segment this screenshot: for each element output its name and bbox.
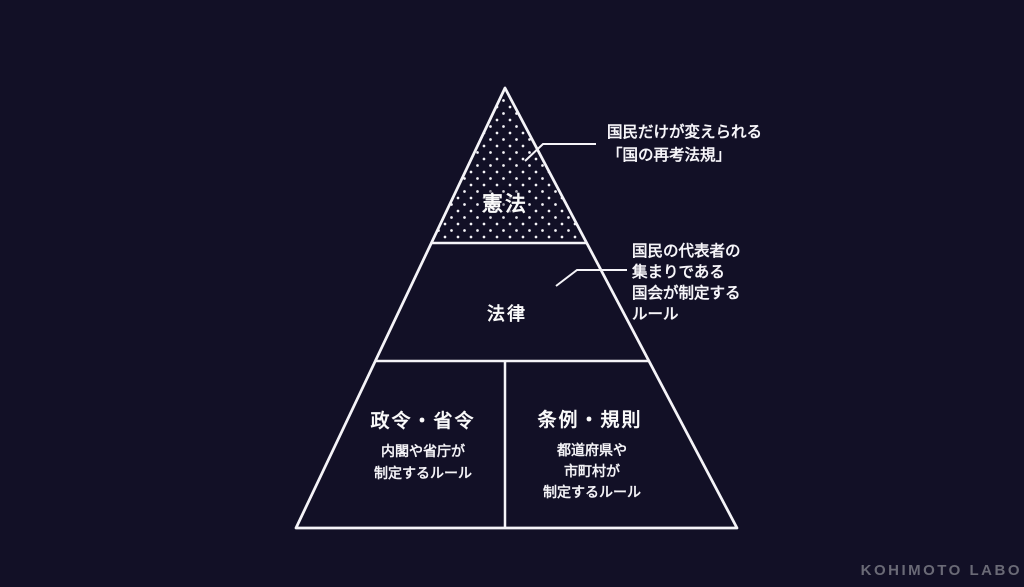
annotation-constitution-note: 国民だけが変えられる 「国の再考法規」 <box>607 121 762 167</box>
annotation-line: 国会が制定する <box>632 285 741 302</box>
tier-label-local-ordinances: 条例・規則 <box>537 410 643 431</box>
leader-line-law-note <box>555 269 627 287</box>
tier-desc-line: 制定するルール <box>543 484 641 500</box>
watermark-kohimoto-labo: KOHIMOTO LABO <box>860 562 1022 579</box>
annotation-line: 国民だけが変えられる <box>607 124 763 141</box>
annotation-line: ルール <box>632 306 679 323</box>
tier-label-law: 法律 <box>487 304 527 324</box>
annotation-line: 国民の代表者の <box>632 243 741 260</box>
tier-desc-line: 内閣や省庁が <box>381 443 465 459</box>
leader-line-constitution-note <box>524 143 596 162</box>
tier-label-constitution: 憲法 <box>482 193 528 216</box>
constitution-dotted-fill <box>431 88 587 243</box>
annotation-line: 「国の再考法規」 <box>607 147 732 164</box>
tier-desc-line: 市町村が <box>564 463 620 479</box>
annotation-line: 集まりである <box>632 264 725 281</box>
tier-desc-local-ordinances: 都道府県や 市町村が 制定するルール <box>512 440 672 503</box>
annotation-law-note: 国民の代表者の 集まりである 国会が制定する ルール <box>632 241 741 325</box>
tier-desc-line: 制定するルール <box>374 465 472 481</box>
tier-desc-cabinet-orders: 内閣や省庁が 制定するルール <box>343 440 503 484</box>
tier-desc-line: 都道府県や <box>557 442 627 458</box>
pyramid-outline <box>294 86 739 530</box>
tier-label-cabinet-orders: 政令・省令 <box>370 411 476 432</box>
